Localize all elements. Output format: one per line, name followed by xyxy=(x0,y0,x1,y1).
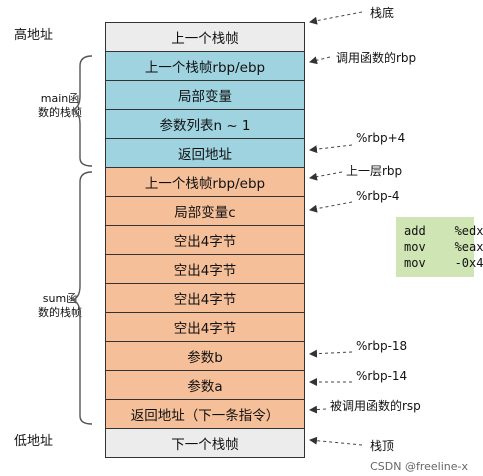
code-line: mov -0x4 xyxy=(404,256,483,270)
pointer-caller-rbp xyxy=(309,56,331,65)
stack-cell: 下一个栈帧 xyxy=(105,428,305,458)
stack-cell: 返回地址（下一条指令） xyxy=(105,399,305,429)
stack-cell: 空出4字节 xyxy=(105,283,305,313)
pointer-rbp-minus-4 xyxy=(309,201,353,213)
pointer-prev-rbp xyxy=(309,171,343,181)
pointer-rbp-minus-18 xyxy=(309,349,353,358)
code-line: mov %eax xyxy=(404,240,483,254)
caller-rbp-label: 调用函数的rbp xyxy=(336,51,417,65)
assembly-snippet: add %edx mov %eax mov -0x4 xyxy=(396,217,483,277)
sum-frame-brace xyxy=(71,171,93,425)
callee-rsp-label: 被调用函数的rsp xyxy=(330,399,421,413)
pointer-stack-top xyxy=(309,436,363,446)
stack-cell: 空出4字节 xyxy=(105,254,305,284)
rbp-plus-4-label: %rbp+4 xyxy=(356,131,406,145)
stack-cell: 上一个栈帧rbp/ebp xyxy=(105,167,305,197)
pointer-rbp-plus-4 xyxy=(309,144,353,154)
stack-cell: 参数b xyxy=(105,341,305,371)
stack-top-label: 栈顶 xyxy=(370,439,395,453)
pointer-stack-bottom xyxy=(309,11,363,25)
stack-cell: 参数a xyxy=(105,370,305,400)
pointer-callee-rsp xyxy=(309,405,327,414)
stack-cell: 上一个栈帧 xyxy=(105,22,305,52)
rbp-minus-14-label: %rbp-14 xyxy=(356,369,408,383)
stack-cell: 局部变量c xyxy=(105,196,305,226)
high-address-label: 高地址 xyxy=(14,28,54,43)
stack-bottom-label: 栈底 xyxy=(370,6,395,20)
rbp-minus-4-label: %rbp-4 xyxy=(356,189,400,203)
code-line: add %edx xyxy=(404,224,483,238)
rbp-minus-18-label: %rbp-18 xyxy=(356,339,408,353)
main-frame-label: main函数的栈帧 xyxy=(38,92,82,119)
prev-rbp-label: 上一层rbp xyxy=(346,164,403,178)
watermark: CSDN @freeline-x xyxy=(370,460,468,473)
low-address-label: 低地址 xyxy=(14,434,54,449)
stack-cell: 局部变量 xyxy=(105,80,305,110)
sum-frame-label: sum函数的栈帧 xyxy=(38,292,82,319)
main-frame-brace xyxy=(71,55,93,167)
stack-cell: 返回地址 xyxy=(105,138,305,168)
